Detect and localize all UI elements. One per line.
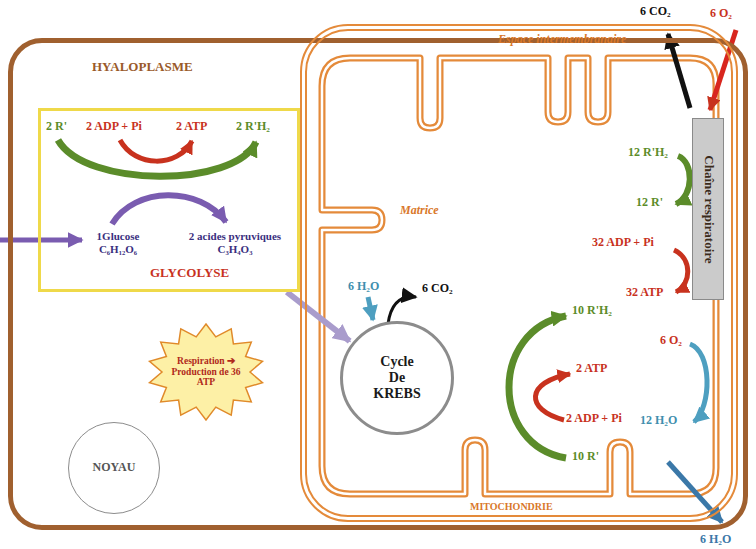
reagent-label: 2 ADP + Pi xyxy=(566,412,622,426)
organelle-name: MITOCHONDRIE xyxy=(470,501,553,513)
product-label: 12 R' xyxy=(636,196,663,210)
product-label: 2 ATP xyxy=(176,120,207,134)
reagent-label: 6 O₂ xyxy=(660,334,682,348)
product-label: 12 H₂O xyxy=(640,414,677,428)
input-label: 6 O₂ xyxy=(710,7,732,21)
water-arrow xyxy=(368,297,373,320)
glucose-arrow xyxy=(112,195,226,224)
reagent-label: 2 R' xyxy=(46,120,67,134)
organelle-name: NOYAU xyxy=(93,461,136,475)
product-label: 2 acides pyruviques C₃H₄O₃ xyxy=(178,230,292,255)
coenzyme-arrow xyxy=(676,156,690,204)
product-label: 32 ATP xyxy=(626,286,663,300)
region-label: Matrice xyxy=(400,204,439,218)
output-label: 6 CO₂ xyxy=(422,282,453,296)
product-label: 2 ATP xyxy=(576,362,607,376)
atp-arrow xyxy=(674,250,688,292)
atp-starburst: Respiration ➔ Production de 36 ATP xyxy=(146,322,266,422)
respiratory-chain: Chaîne respiratoire xyxy=(692,118,724,300)
region-label: HYALOPLASME xyxy=(92,60,193,75)
atp-arrow xyxy=(535,374,570,420)
coenzyme-arrow xyxy=(58,140,256,176)
reagent-label: 32 ADP + Pi xyxy=(592,236,654,250)
glycolysis-box: 2 R' 2 ADP + Pi 2 ATP 2 R'H₂ 1Glucose C₆H₁₂O… xyxy=(38,108,300,292)
nucleus-circle: NOYAU xyxy=(68,422,160,514)
water-exit-arrow xyxy=(668,462,722,522)
reagent-label: 10 R' xyxy=(572,450,599,464)
output-label: 6 CO₂ xyxy=(640,5,671,19)
region-label: Espace intermembranaire xyxy=(498,33,626,47)
inner-membrane-core xyxy=(322,58,716,494)
reagent-label: 12 R'H₂ xyxy=(628,146,668,160)
process-title: GLYCOLYSE xyxy=(150,266,229,281)
output-label: 6 H₂O xyxy=(700,533,731,547)
starburst-outline xyxy=(150,324,263,420)
krebs-cycle: Cycle De KREBS xyxy=(340,321,454,435)
input-label: 6 H₂O xyxy=(348,280,379,294)
atp-arrow xyxy=(120,140,192,161)
pyruvate-arrow xyxy=(287,292,350,341)
reagent-label: 2 ADP + Pi xyxy=(86,120,142,134)
mitochondrion: Espace intermembranaireMatriceMITOCHONDR… xyxy=(300,24,738,522)
co2-exit-arrow xyxy=(668,34,690,108)
substrate-label: 1Glucose C₆H₁₂O₆ xyxy=(84,230,152,255)
summary-note: Respiration ➔ Production de 36 ATP xyxy=(169,356,243,389)
oxygen-arrow xyxy=(690,344,707,422)
product-label: 2 R'H₂ xyxy=(236,120,270,134)
product-label: 10 R'H₂ xyxy=(572,304,612,318)
co2-arrow xyxy=(388,297,416,324)
inner-membrane xyxy=(322,58,716,494)
cycle-name: Cycle De KREBS xyxy=(371,354,423,402)
chain-name: Chaîne respiratoire xyxy=(701,155,716,263)
